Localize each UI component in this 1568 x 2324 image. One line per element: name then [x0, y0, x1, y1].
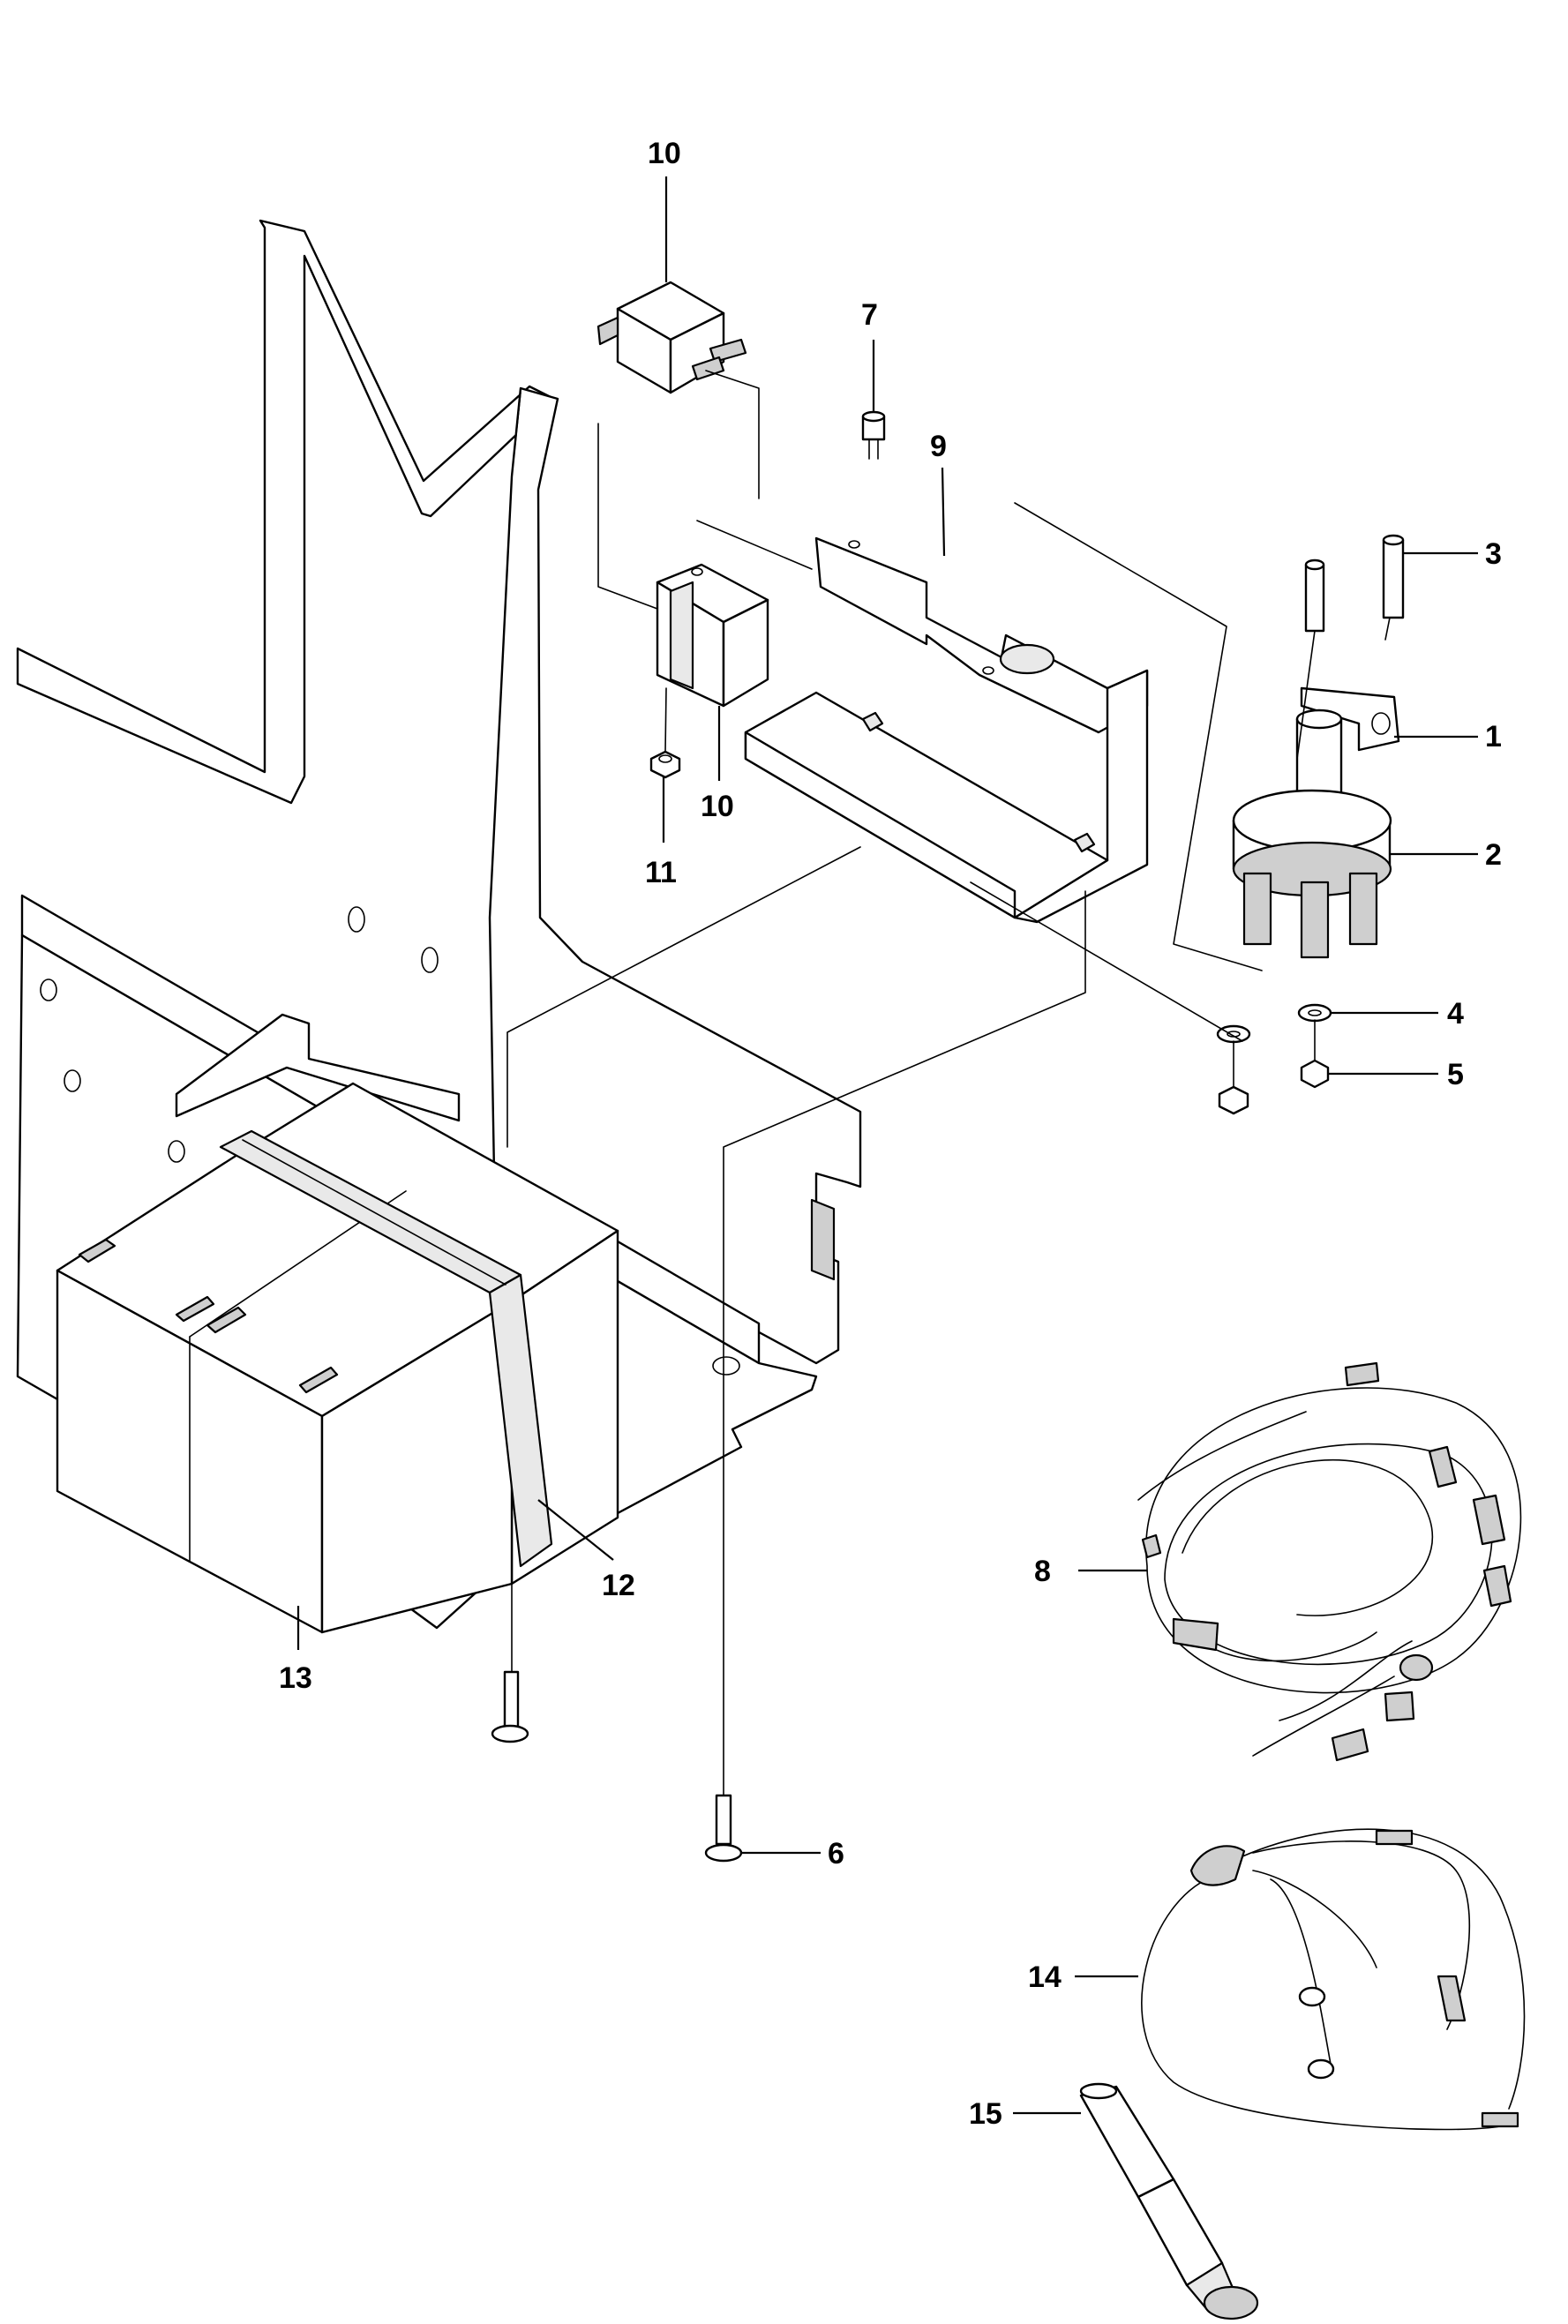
screws-3 [1304, 534, 1405, 633]
assembly-lines [506, 370, 1391, 1796]
callout-7: 7 [861, 298, 878, 411]
callout-10-lower: 10 [701, 706, 734, 823]
callout-11-label: 11 [645, 856, 677, 889]
bolts-6 [491, 1670, 743, 1863]
battery-strap [219, 1129, 553, 1568]
callout-3: 3 [1403, 537, 1502, 571]
callout-12: 12 [537, 1499, 635, 1602]
callout-12-label: 12 [602, 1569, 635, 1602]
callout-14-label: 14 [1028, 1960, 1062, 1994]
callout-2-label: 2 [1485, 838, 1502, 872]
callout-14: 14 [1028, 1960, 1138, 1994]
callout-10-top: 10 [648, 137, 681, 282]
callout-1: 1 [1394, 720, 1502, 753]
screw-7 [861, 410, 886, 460]
callout-3-label: 3 [1485, 537, 1502, 571]
callout-9: 9 [930, 430, 947, 557]
wire-harness-8 [1137, 1361, 1522, 1762]
callout-10-lower-label: 10 [701, 790, 734, 823]
battery-pack [56, 1082, 619, 1634]
callout-4: 4 [1331, 997, 1464, 1031]
callout-9-label: 9 [930, 430, 947, 463]
callout-13: 13 [279, 1606, 312, 1695]
key-switch [1232, 686, 1400, 959]
callout-2: 2 [1390, 838, 1502, 872]
relay-mounted [656, 563, 769, 708]
plug-15 [1079, 2082, 1259, 2320]
callout-5-label: 5 [1447, 1058, 1464, 1091]
callout-6: 6 [741, 1837, 844, 1870]
callout-1-label: 1 [1485, 720, 1502, 753]
callout-15: 15 [969, 2097, 1081, 2131]
callout-6-label: 6 [828, 1837, 844, 1870]
nut-11 [649, 750, 681, 779]
callout-8: 8 [1034, 1555, 1147, 1588]
callout-7-label: 7 [861, 298, 878, 332]
callout-10-top-label: 10 [648, 137, 681, 170]
callout-4-label: 4 [1447, 997, 1464, 1031]
callout-5: 5 [1328, 1058, 1464, 1091]
mount-bracket [744, 536, 1149, 924]
callout-8-label: 8 [1034, 1555, 1051, 1588]
callout-11: 11 [645, 776, 677, 889]
callout-15-label: 15 [969, 2097, 1002, 2131]
callout-13-label: 13 [279, 1661, 312, 1695]
relay-top [596, 281, 747, 394]
washers-nuts-4-5 [1216, 1003, 1332, 1115]
cable-14 [1141, 1828, 1526, 2131]
